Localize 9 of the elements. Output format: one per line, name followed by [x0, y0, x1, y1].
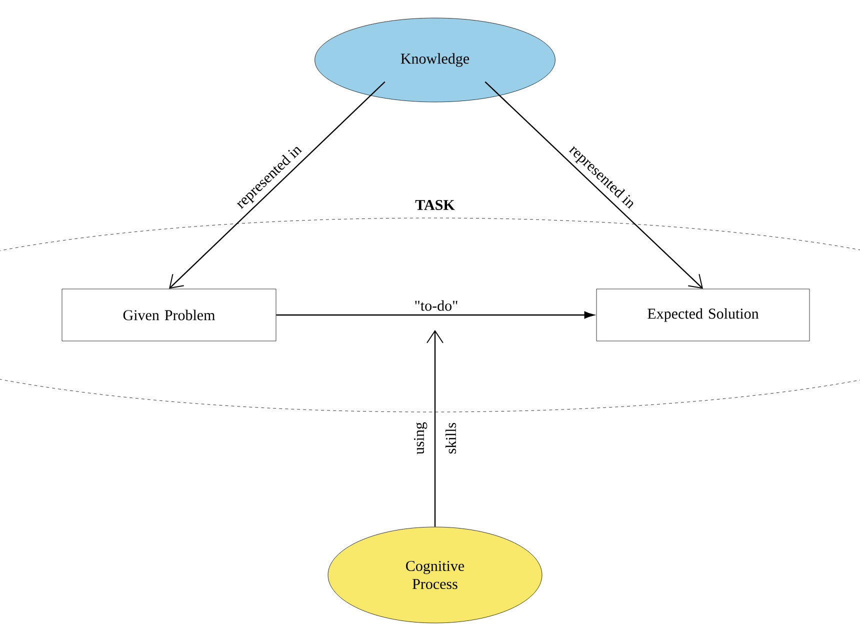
process-box: Expected Solution — [596, 288, 810, 342]
arrow — [169, 81, 386, 289]
arrow — [276, 311, 594, 319]
arrow — [426, 330, 444, 527]
process-box: Given Problem — [62, 288, 276, 342]
node-label: TASK — [415, 200, 455, 210]
edge-label: using skills — [414, 422, 456, 454]
arrow — [484, 81, 703, 289]
edge-label: "to-do" — [415, 300, 458, 311]
